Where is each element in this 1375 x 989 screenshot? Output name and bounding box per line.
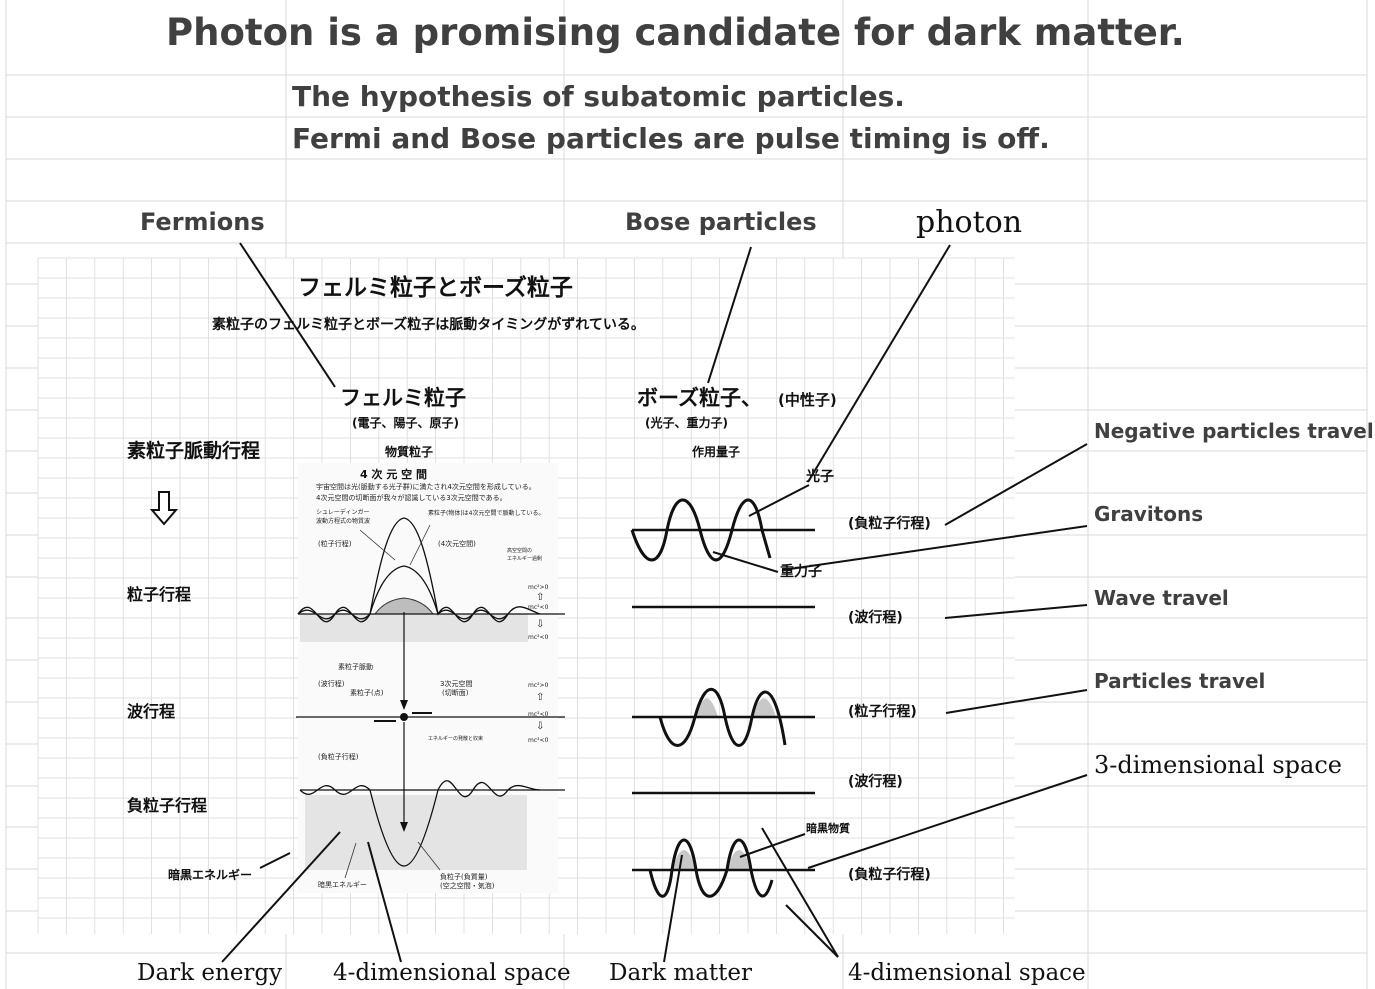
label-negative-particles-travel: Negative particles travel	[1094, 419, 1374, 443]
dark-energy-jp: 暗黒エネルギー	[168, 868, 253, 882]
negative-travel-jp: (負粒子行程)	[848, 516, 931, 532]
fig-neg-stroke: (負粒子行程)	[318, 753, 359, 761]
subtitle-hypothesis: The hypothesis of subatomic particles.	[292, 80, 905, 113]
fig-pulse: 素粒子脈動	[338, 663, 373, 671]
fig-negative-matter: 負粒子(負質量)	[440, 873, 488, 881]
fig-matter-note: 素粒子(物体)は4次元空間で脈動している。	[428, 510, 545, 517]
label-four-dimensional-space-right: 4-dimensional space	[848, 960, 1086, 986]
fig-mc-neg-1: mc²<0	[528, 604, 549, 611]
row-wave-stroke: 波行程	[127, 702, 176, 721]
label-dark-energy: Dark energy	[137, 960, 283, 986]
fig-down-arrow-2: ⇩	[536, 721, 545, 732]
page-title: Photon is a promising candidate for dark…	[166, 11, 1185, 54]
fig-down-arrow-1: ⇩	[536, 619, 545, 630]
label-gravitons: Gravitons	[1094, 502, 1204, 526]
fermi-heading: フェルミ粒子	[340, 386, 466, 410]
particle-travel-jp: (粒子行程)	[848, 704, 917, 720]
fig-energy-zero: エネルギーの発散と収束	[428, 736, 484, 742]
down-arrow-icon	[149, 491, 179, 526]
fig-point: 素粒子(点)	[350, 689, 384, 697]
bose-heading: ボーズ粒子、	[637, 386, 762, 410]
fig-dark-energy-small: 暗黒エネルギー	[318, 881, 367, 889]
fig-negative-matter-2: (空之空間・気泡)	[440, 882, 495, 890]
negative-travel-jp-2: (負粒子行程)	[848, 867, 931, 883]
dark-matter-jp: 暗黒物質	[806, 822, 850, 835]
fig-hi-energy: 高空空間の	[507, 548, 533, 554]
fermi-matter-particle: 物質粒子	[385, 445, 434, 459]
fig-mc-pos-2: mc²>0	[528, 682, 549, 689]
graviton-jp: 重力子	[780, 564, 822, 580]
label-photon: photon	[916, 205, 1023, 240]
label-bose-particles: Bose particles	[625, 208, 817, 236]
label-particles-travel: Particles travel	[1094, 669, 1266, 693]
fig-hi-energy-2: エネルギー過剰	[507, 556, 543, 562]
subtitle-pulse-timing: Fermi and Bose particles are pulse timin…	[292, 122, 1050, 155]
label-three-dimensional-space: 3-dimensional space	[1094, 751, 1342, 779]
leader-lines	[221, 242, 1088, 963]
photon-jp: 光子	[806, 469, 834, 485]
inner-title: フェルミ粒子とボーズ粒子	[298, 275, 573, 301]
fig-schrodinger: シュレーディンガー	[316, 509, 370, 516]
bose-action-quantum: 作用量子	[692, 445, 741, 459]
fig-particle-stroke: (粒子行程)	[318, 540, 352, 548]
fig-mc-neg-3: mc²<0	[528, 711, 549, 718]
fig-four-d-heading: 4 次 元 空 間	[360, 468, 427, 481]
pulse-stroke-label: 素粒子脈動行程	[127, 440, 261, 462]
fermi-figure	[296, 463, 565, 893]
fig-mc-pos-1: mc²>0	[528, 584, 549, 591]
fig-mc-neg-4: mc²<0	[528, 737, 549, 744]
bose-subheading: (光子、重力子)	[645, 416, 728, 430]
label-dark-matter: Dark matter	[609, 960, 753, 986]
fig-four-d: (4次元空間)	[438, 540, 476, 548]
fig-cut: (切断面)	[442, 689, 469, 697]
label-wave-travel: Wave travel	[1094, 586, 1229, 610]
label-fermions: Fermions	[140, 208, 265, 236]
fig-mc-neg-2: mc²<0	[528, 634, 549, 641]
fig-line-1: 宇宙空間は光(脈動する光子群)に満たされ4次元空間を形成している。	[316, 483, 536, 491]
row-negative-stroke: 負粒子行程	[127, 796, 208, 815]
bose-heading-neutron: (中性子)	[778, 391, 837, 409]
fig-up-arrow-1: ⇧	[536, 592, 545, 603]
fig-three-d: 3次元空間	[440, 680, 473, 688]
inner-subtitle: 素粒子のフェルミ粒子とボーズ粒子は脈動タイミングがずれている。	[212, 317, 645, 333]
wave-travel-jp: (波行程)	[848, 610, 903, 626]
fig-schrodinger-2: 波動方程式の物質波	[316, 518, 371, 525]
fig-line-2: 4次元空間の切断面が我々が認識している3次元空間である。	[316, 494, 507, 502]
label-four-dimensional-space-left: 4-dimensional space	[333, 960, 571, 986]
row-particle-stroke: 粒子行程	[127, 585, 192, 604]
wave-travel-jp-2: (波行程)	[848, 774, 903, 790]
fig-wave-stroke: (波行程)	[318, 680, 345, 688]
fig-up-arrow-2: ⇧	[536, 692, 545, 703]
fermi-subheading: (電子、陽子、原子)	[352, 416, 459, 430]
